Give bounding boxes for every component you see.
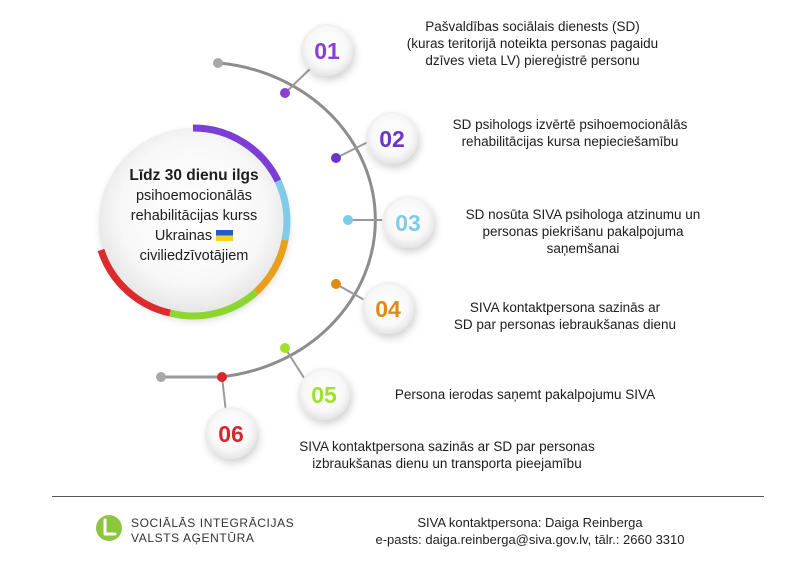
timeline-diagram: 01 02 03 04 05 06 — [97, 24, 434, 459]
contact-person: SIVA kontaktpersona: Daiga Reinberga — [417, 515, 643, 530]
track-dot-05 — [280, 343, 290, 353]
svg-text:03: 03 — [395, 210, 421, 236]
step-06-text: SIVA kontaktpersona sazinās ar SD par pe… — [299, 439, 595, 471]
step-badge-05: 05 — [298, 368, 350, 420]
ukraine-flag-icon — [216, 230, 234, 241]
connector-01 — [284, 66, 313, 94]
track-dot-02 — [331, 153, 341, 163]
step-03-text: SD nosūta SIVA psihologa atzinumu un per… — [465, 207, 701, 256]
track-start-cap — [213, 58, 223, 68]
siva-logo-icon — [96, 515, 122, 541]
step-02-text: SD psihologs izvērtē psihoemocionālās re… — [452, 117, 688, 149]
step-01-text: Pašvaldības sociālais dienests (SD) (kur… — [406, 19, 659, 68]
contact-info: SIVA kontaktpersona: Daiga Reinberga e-p… — [330, 514, 730, 548]
center-title: Līdz 30 dienu ilgs psihoemocionālās reha… — [105, 166, 283, 266]
center-line-3: rehabilitācijas kurss — [130, 208, 258, 224]
footer-divider — [52, 496, 764, 497]
track-end-cap — [156, 372, 166, 382]
step-05-text: Persona ierodas saņemt pakalpojumu SIVA — [394, 387, 656, 402]
ring-segment-green — [169, 289, 259, 320]
svg-text:05: 05 — [311, 382, 337, 408]
center-line-4: Ukrainas — [105, 226, 283, 246]
connector-04 — [335, 283, 369, 303]
step-04-text: SIVA kontaktpersona sazinās ar SD par pe… — [453, 300, 677, 332]
track-dot-03 — [343, 215, 353, 225]
svg-text:01: 01 — [314, 38, 340, 64]
center-line-1: Līdz 30 dienu ilgs — [129, 167, 259, 184]
step-badge-02: 02 — [366, 112, 418, 164]
track-dot-01 — [280, 88, 290, 98]
ring-segment-red — [97, 248, 171, 317]
connector-02 — [335, 139, 373, 159]
svg-text:04: 04 — [375, 296, 401, 322]
track-dot-06 — [217, 372, 227, 382]
connector-05 — [284, 347, 307, 382]
ring-segment-blue — [274, 179, 291, 241]
svg-text:02: 02 — [379, 126, 405, 152]
step-badge-01: 01 — [301, 24, 353, 76]
svg-text:06: 06 — [218, 421, 244, 447]
step-badge-06: 06 — [205, 407, 257, 459]
ring-segment-purple — [192, 124, 282, 183]
track-dot-04 — [331, 279, 341, 289]
center-line-5: civiliedzīvotājiem — [139, 248, 249, 264]
ring-segment-orange — [253, 239, 289, 295]
connector-06 — [221, 376, 227, 413]
contact-email-phone: e-pasts: daiga.reinberga@siva.gov.lv, tā… — [375, 532, 685, 547]
step-badge-04: 04 — [362, 282, 414, 334]
step-badge-03: 03 — [382, 196, 434, 248]
center-line-2: psihoemocionālās — [135, 188, 253, 204]
organization-name: SOCIĀLĀS INTEGRĀCIJAS VALSTS AĢENTŪRA — [131, 516, 295, 545]
center-ring — [97, 124, 291, 320]
